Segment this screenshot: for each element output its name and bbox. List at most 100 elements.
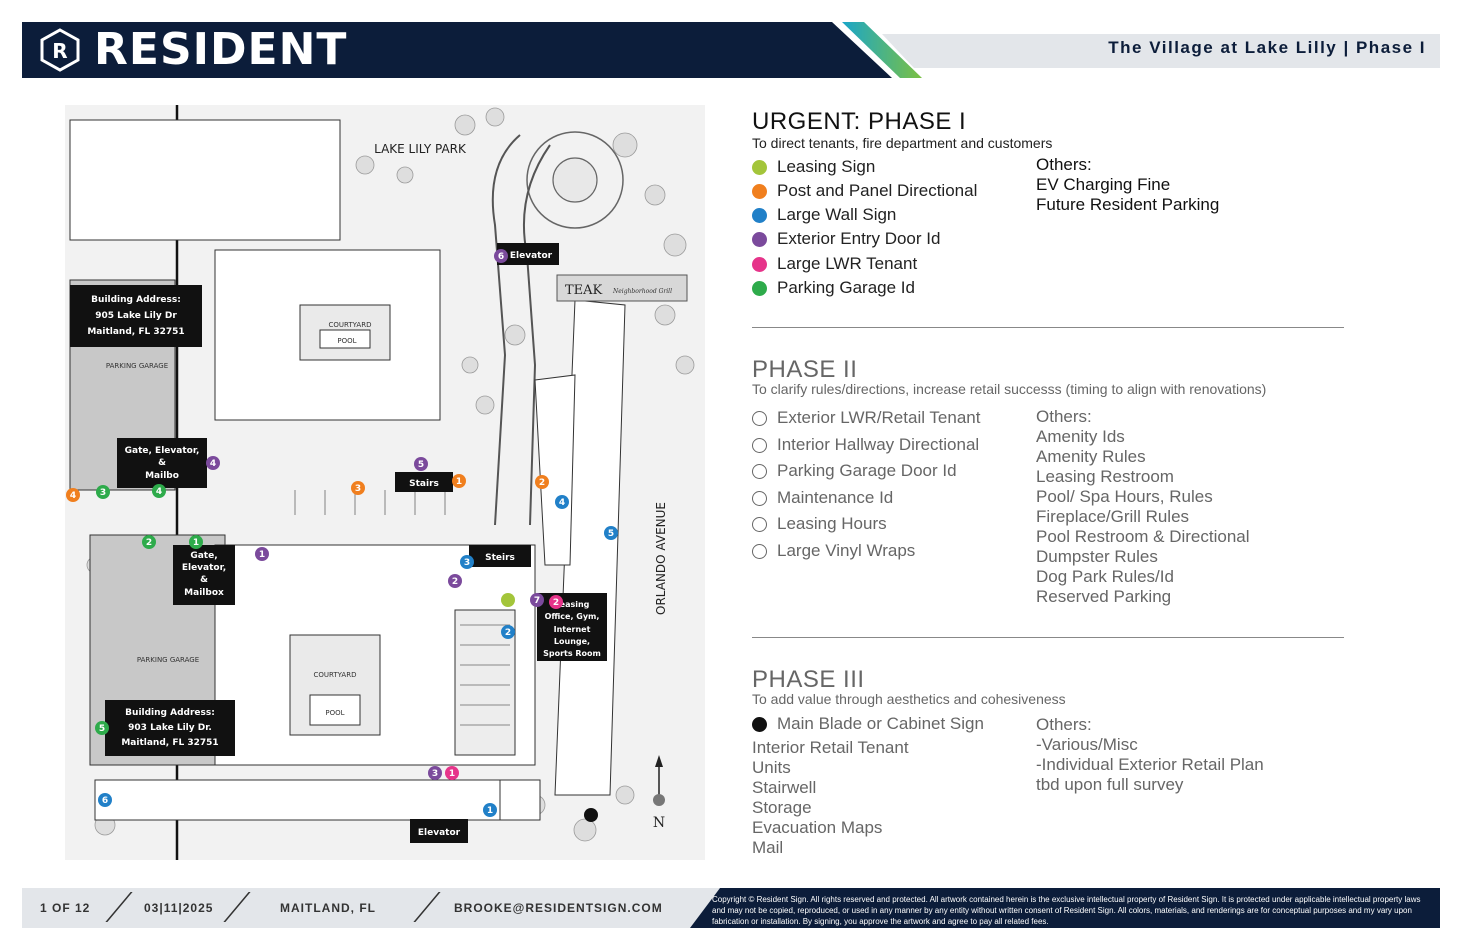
address-2-line-3: Maitland, FL 32751 xyxy=(121,738,218,748)
legend-dot-icon xyxy=(752,716,767,732)
header-bar: R RESIDENT The Village at Lake Lilly | P… xyxy=(22,22,1440,78)
park-label: LAKE LILY PARK xyxy=(374,142,467,156)
phase2-item-vinyl-wraps: Large Vinyl Wraps xyxy=(752,541,915,561)
parking-garage-label-south: PARKING GARAGE xyxy=(137,656,199,664)
marker-blue-5: 5 xyxy=(604,526,618,540)
courtyard-label-north: COURTYARD xyxy=(329,321,372,329)
marker-orange-1: 1 xyxy=(452,474,466,488)
marker-purple-2: 2 xyxy=(448,574,462,588)
parking-garage-label-north: PARKING GARAGE xyxy=(106,362,168,370)
logo-letter: R xyxy=(52,39,67,63)
footer-email[interactable]: BROOKE@RESIDENTSIGN.COM xyxy=(454,901,663,915)
leasing-office-line-1: Leasing xyxy=(555,600,590,609)
footer-bar: 1 OF 12 03|11|2025 MAITLAND, FL BROOKE@R… xyxy=(22,888,1440,928)
legend-dot-icon xyxy=(752,280,767,296)
svg-text:3: 3 xyxy=(100,488,106,498)
legend-ring-icon xyxy=(752,410,767,426)
leasing-office-line-4: Lounge, xyxy=(554,637,590,646)
page-number: 1 OF 12 xyxy=(40,901,91,915)
phase1-item-large-lwr: Large LWR Tenant xyxy=(752,254,917,274)
svg-text:3: 3 xyxy=(464,558,470,568)
phase3-items: Interior Retail Tenant Units Stairwell S… xyxy=(752,738,909,857)
phase3-subtitle: To add value through aesthetics and cohe… xyxy=(752,691,1066,707)
marker-blue-1: 1 xyxy=(483,803,497,817)
marker-green-1: 1 xyxy=(189,535,203,549)
phase1-item-leasing-sign: Leasing Sign xyxy=(752,157,875,177)
marker-purple-5: 5 xyxy=(414,457,428,471)
gate-1-line-1: Gate, Elevator, xyxy=(125,446,200,456)
leasing-office-line-5: Sports Room xyxy=(543,649,601,658)
teak-label: TEAK xyxy=(565,283,603,298)
address-1-line-1: Building Address: xyxy=(91,295,181,305)
svg-text:6: 6 xyxy=(102,796,108,806)
phase3-title: PHASE III xyxy=(752,666,865,693)
svg-text:2: 2 xyxy=(452,577,458,587)
divider-2 xyxy=(752,637,1344,638)
svg-text:2: 2 xyxy=(505,628,511,638)
svg-text:2: 2 xyxy=(553,598,559,608)
copyright-notice: Copyright © Resident Sign. All rights re… xyxy=(712,895,1421,926)
header-light-band xyxy=(882,34,1440,68)
svg-text:6: 6 xyxy=(498,252,504,262)
svg-text:3: 3 xyxy=(432,769,438,779)
marker-main-blade xyxy=(584,808,598,822)
gate-1-line-3: Mailbo xyxy=(145,471,179,481)
svg-text:4: 4 xyxy=(559,498,565,508)
elevator-top-label: Elevator xyxy=(510,251,553,261)
svg-text:5: 5 xyxy=(99,724,105,734)
legend-dot-icon xyxy=(752,231,767,247)
svg-text:1: 1 xyxy=(456,477,462,487)
phase1-item-parking-garage: Parking Garage Id xyxy=(752,278,915,298)
phase1-item-post-panel: Post and Panel Directional xyxy=(752,181,977,201)
svg-text:2: 2 xyxy=(539,478,545,488)
svg-text:7: 7 xyxy=(534,596,540,606)
phase2-others: Others: Amenity Ids Amenity Rules Leasin… xyxy=(1036,407,1250,606)
svg-text:1: 1 xyxy=(449,769,455,779)
svg-text:5: 5 xyxy=(418,460,424,470)
gate-2-line-3: & xyxy=(200,575,208,585)
brand-name: RESIDENT xyxy=(94,24,348,75)
phase3-item-main-blade: Main Blade or Cabinet Sign xyxy=(752,714,984,734)
marker-purple-1: 1 xyxy=(255,547,269,561)
marker-blue-6: 6 xyxy=(98,793,112,807)
footer-dark-band xyxy=(690,888,1440,928)
legend-dot-icon xyxy=(752,159,767,175)
marker-orange-2: 2 xyxy=(535,475,549,489)
legend-dot-icon xyxy=(752,207,767,223)
phase2-item-leasing-hours: Leasing Hours xyxy=(752,514,887,534)
marker-orange-3: 3 xyxy=(351,481,365,495)
address-1-line-2: 905 Lake Lily Dr xyxy=(95,311,177,321)
elevator-bottom-label: Elevator xyxy=(418,828,461,838)
phase1-item-large-wall: Large Wall Sign xyxy=(752,205,896,225)
teak-sub-label: Neighborhood Grill xyxy=(612,288,672,295)
resident-logo-icon: R xyxy=(40,28,80,72)
north-label: N xyxy=(653,815,665,831)
marker-orange-4: 4 xyxy=(66,488,80,502)
marker-blue-2: 2 xyxy=(501,625,515,639)
legend-ring-icon xyxy=(752,543,767,559)
avenue-label: ORLANDO AVENUE xyxy=(654,502,668,615)
marker-pink-2: 2 xyxy=(549,595,563,609)
legend-ring-icon xyxy=(752,516,767,532)
phase1-item-exterior-entry: Exterior Entry Door Id xyxy=(752,229,940,249)
address-1-line-3: Maitland, FL 32751 xyxy=(87,327,184,337)
leasing-office-line-3: Internet xyxy=(554,625,591,634)
footer-light-band xyxy=(22,888,722,928)
phase2-subtitle: To clarify rules/directions, increase re… xyxy=(752,381,1267,397)
svg-text:5: 5 xyxy=(608,529,614,539)
gate-1-line-2: & xyxy=(158,458,166,468)
phase1-subtitle: To direct tenants, fire department and c… xyxy=(752,135,1053,151)
svg-text:3: 3 xyxy=(355,484,361,494)
marker-green-2: 2 xyxy=(142,535,156,549)
site-map: LAKE LILY PARK COURTYARD POOL COURTYARD … xyxy=(65,105,705,860)
svg-text:2: 2 xyxy=(146,538,152,548)
phase2-item-maintenance: Maintenance Id xyxy=(752,488,893,508)
legend-dot-icon xyxy=(752,183,767,199)
legend-ring-icon xyxy=(752,463,767,479)
marker-blue-3: 3 xyxy=(460,555,474,569)
legend-dot-icon xyxy=(752,256,767,272)
address-2-line-1: Building Address: xyxy=(125,708,215,718)
marker-purple-4: 4 xyxy=(206,456,220,470)
marker-green-4: 4 xyxy=(152,484,166,498)
marker-purple-6: 6 xyxy=(494,249,508,263)
